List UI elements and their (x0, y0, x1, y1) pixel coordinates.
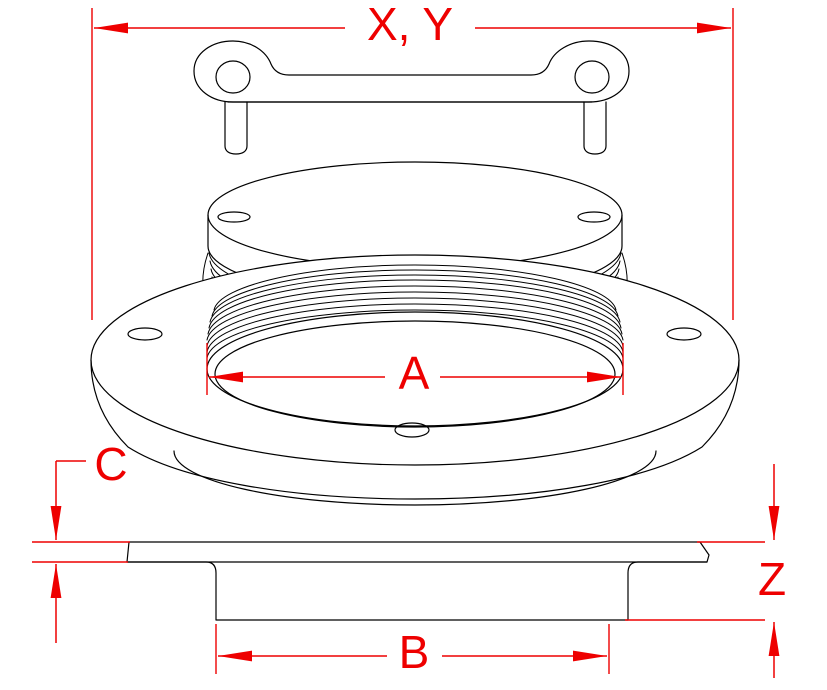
handle-left-pin (224, 101, 248, 155)
dimension-a-label: A (399, 347, 430, 399)
dimension-b-label: B (399, 626, 430, 678)
dimension-c-label: C (94, 438, 127, 490)
dimension-a: A (206, 343, 624, 399)
flange-outer-rim (90, 359, 740, 500)
flange-right-screw-hole (666, 327, 702, 341)
dimension-c: C (32, 438, 130, 643)
flange-left-screw-hole (127, 327, 163, 341)
handle-right-pin (583, 101, 607, 155)
flange-section-view (126, 541, 710, 621)
flange-boss-outline (173, 450, 657, 506)
handle-right-pivot-hole (574, 60, 610, 94)
handle-left-pivot-hole (215, 60, 251, 94)
cap-left-pry-slot (217, 211, 251, 223)
dimension-b: B (215, 624, 610, 678)
base-flange (90, 254, 740, 506)
handle-assembly (193, 40, 630, 155)
dimension-z: Z (625, 464, 786, 678)
flange-internal-thread (206, 264, 624, 359)
cap-right-pry-slot (577, 211, 611, 223)
cap-top-face (207, 161, 623, 269)
dimension-z-label: Z (758, 553, 786, 605)
flange-front-screw-hole (394, 422, 430, 438)
dimension-xy: X, Y (91, 0, 734, 320)
handle-body (193, 40, 630, 103)
dimension-xy-label: X, Y (367, 0, 453, 50)
